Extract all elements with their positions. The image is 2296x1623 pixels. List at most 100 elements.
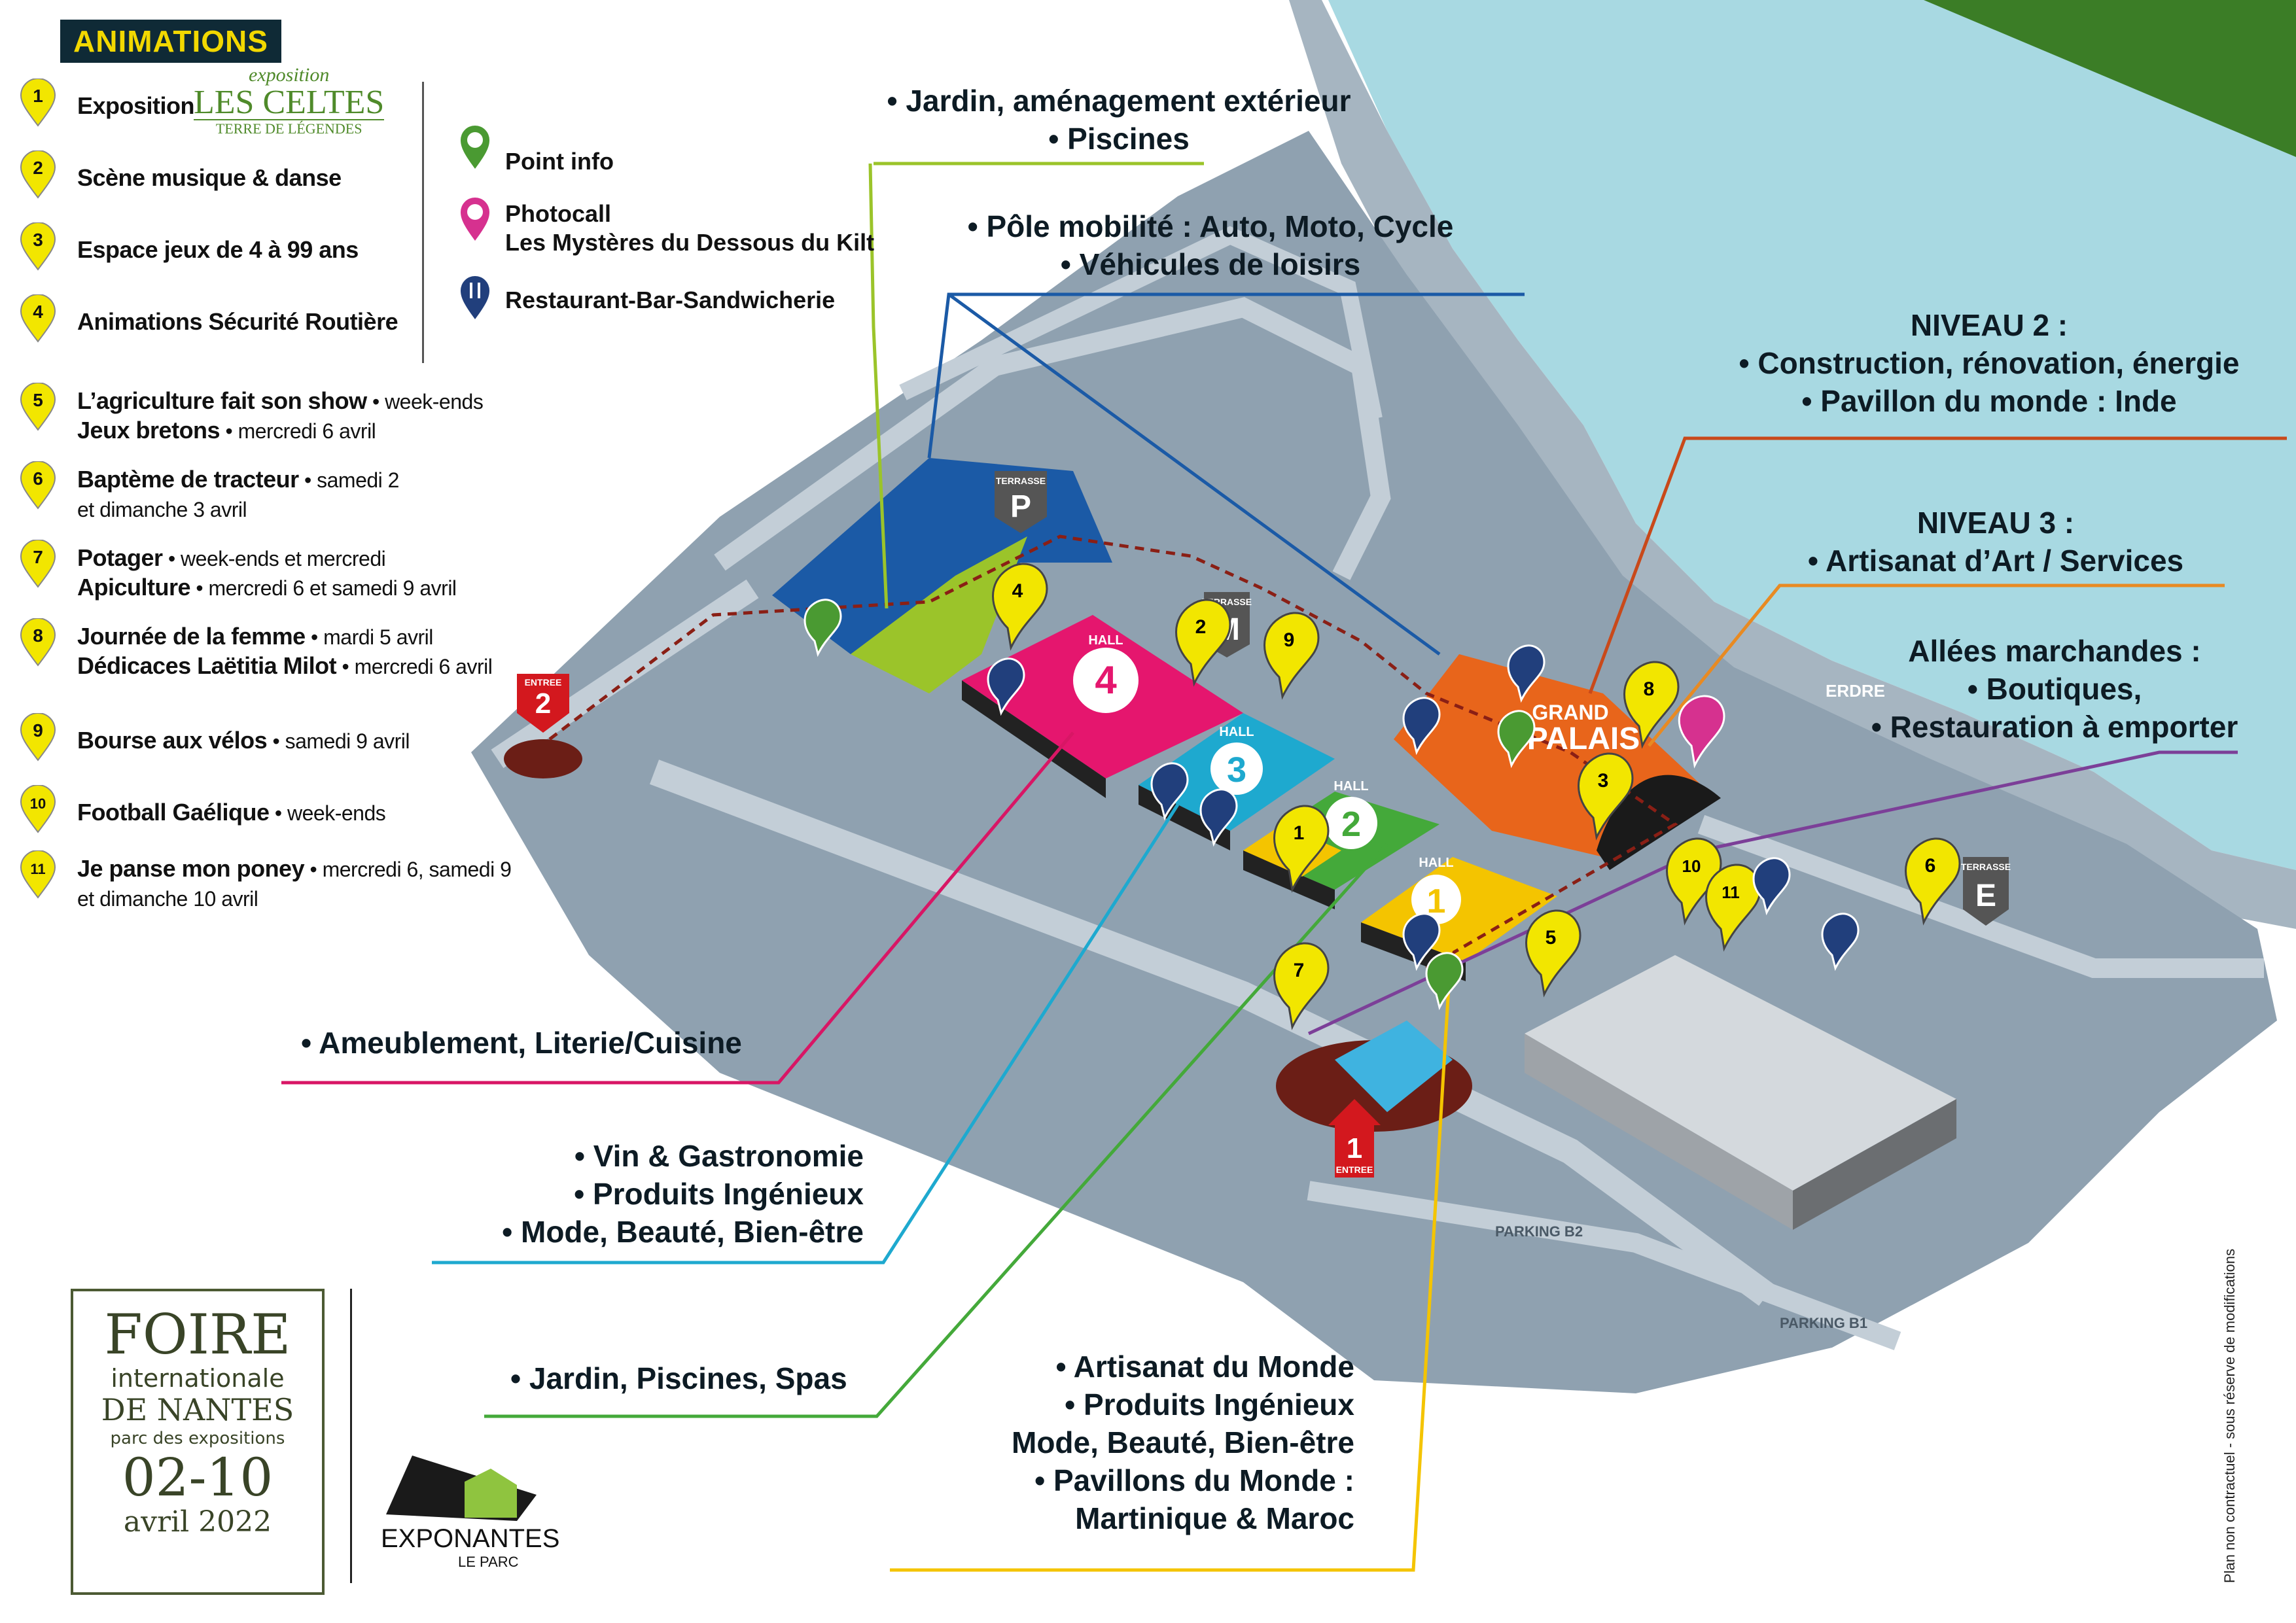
road-west: [491, 579, 759, 769]
photocall-label-2: Les Mystères du Dessous du Kilt: [505, 229, 875, 256]
animation-label-bold: L’agriculture fait son show: [77, 387, 367, 414]
animation-marker-4-icon: 4: [17, 294, 59, 343]
animation-label-bold: Animations Sécurité Routière: [77, 308, 398, 335]
restaurant-pin-icon[interactable]: [1402, 913, 1441, 971]
animation-label-detail: • mercredi 6 avril: [336, 655, 493, 678]
callout-niveau3-1: • Artisanat d’Art / Services: [1807, 544, 2184, 578]
disclaimer: Plan non contractuel - sous réserve de m…: [2221, 1248, 2238, 1583]
animation-marker-3-icon: 3: [17, 222, 59, 271]
svg-text:HALL: HALL: [1088, 633, 1123, 648]
animation-label-detail: • mardi 5 avril: [305, 625, 433, 649]
svg-text:HALL: HALL: [1219, 725, 1254, 739]
callout-hall1-3: Mode, Beauté, Bien-être: [1012, 1425, 1354, 1459]
restaurant-pin-icon[interactable]: [1752, 857, 1791, 916]
parking-building-front: [1525, 1034, 1793, 1230]
svg-text:ENTREE: ENTREE: [525, 677, 562, 688]
animation-label-detail: • week-ends: [366, 390, 484, 413]
map-marker-8[interactable]: 8: [1623, 661, 1680, 749]
animation-label-detail: • mercredi 6, samedi 9: [304, 858, 512, 881]
info-pin-icon[interactable]: [1425, 952, 1464, 1011]
svg-text:1: 1: [1347, 1132, 1362, 1164]
map-marker-4[interactable]: 4: [992, 563, 1048, 651]
animation-line: Exposition: [77, 92, 195, 121]
svg-text:3: 3: [1598, 770, 1609, 792]
animation-label-bold: Bourse aux vélos: [77, 727, 268, 754]
animation-item-1: Exposition: [77, 92, 195, 121]
callout-mobilite: • Pôle mobilité : Auto, Moto, Cycle • Vé…: [949, 207, 1472, 283]
callout-hall1-1: • Artisanat du Monde: [1055, 1350, 1354, 1384]
celtes-logo: exposition LES CELTES TERRE DE LÉGENDES: [194, 64, 385, 137]
map-marker-1[interactable]: 1: [1273, 805, 1330, 893]
svg-text:2: 2: [1195, 616, 1207, 638]
svg-text:9: 9: [33, 720, 43, 741]
callout-allees-title: Allées marchandes :: [1908, 634, 2201, 668]
foire-parc: parc des expositions: [110, 1429, 285, 1448]
animation-label-bold: Espace jeux de 4 à 99 ans: [77, 236, 359, 263]
animation-line: et dimanche 3 avril: [77, 495, 399, 524]
map-marker-6[interactable]: 6: [1905, 837, 1961, 926]
map-marker-11[interactable]: 11: [1705, 864, 1761, 952]
animation-label-detail: • mercredi 6 et samedi 9 avril: [190, 576, 457, 600]
animation-marker-2-icon: 2: [17, 150, 59, 199]
footer-divider: [350, 1289, 352, 1583]
svg-text:GRAND: GRAND: [1532, 701, 1608, 724]
animation-line: Jeux bretons • mercredi 6 avril: [77, 416, 483, 445]
photocall-pin-icon: [458, 196, 492, 245]
svg-text:HALL: HALL: [1419, 856, 1453, 870]
foire-internationale: internationale: [111, 1364, 285, 1393]
svg-text:2: 2: [535, 688, 551, 720]
callout-hall1-2: • Produits Ingénieux: [1065, 1387, 1354, 1422]
celtes-top: exposition: [249, 64, 330, 86]
map-marker-5[interactable]: 5: [1525, 909, 1581, 998]
restaurant-pin-icon[interactable]: [1199, 788, 1238, 847]
svg-text:TERRASSE: TERRASSE: [996, 476, 1046, 486]
info-pin-icon[interactable]: [804, 599, 842, 657]
animation-line: Je panse mon poney • mercredi 6, samedi …: [77, 854, 512, 884]
svg-text:11: 11: [30, 861, 45, 877]
restaurant-pin-icon[interactable]: [1507, 644, 1545, 703]
callout-jardin: • Jardin, aménagement extérieur • Piscin…: [870, 82, 1368, 158]
info-pin-icon: [458, 124, 492, 173]
animation-label-detail: • samedi 9 avril: [267, 729, 410, 753]
animation-label-detail: • samedi 2: [298, 468, 399, 492]
svg-text:8: 8: [1644, 678, 1655, 700]
info-pin-icon[interactable]: [1497, 710, 1536, 769]
map-marker-3[interactable]: 3: [1578, 752, 1634, 841]
line-hall2: [484, 843, 1388, 1418]
restaurant-pin-icon[interactable]: [1821, 913, 1860, 971]
hall4-label: 4 HALL: [1073, 633, 1139, 713]
animation-marker-11-icon: 11: [17, 850, 59, 899]
animation-item-10: Football Gaélique • week-ends: [77, 798, 386, 828]
animation-line: L’agriculture fait son show • week-ends: [77, 387, 484, 416]
restaurant-pin-icon[interactable]: [987, 657, 1025, 716]
restaurant-pin-icon[interactable]: [1150, 762, 1189, 821]
animation-line: Espace jeux de 4 à 99 ans: [77, 236, 359, 265]
svg-text:4: 4: [1012, 580, 1023, 602]
callout-niveau2: NIVEAU 2 : • Construction, rénovation, é…: [1701, 306, 2277, 420]
parking-b1-label: PARKING B1: [1780, 1315, 1867, 1331]
animation-label-bold: Scène musique & danse: [77, 164, 342, 191]
svg-text:1: 1: [1294, 822, 1305, 844]
callout-jardin-2: • Piscines: [1048, 122, 1190, 156]
callout-hall1-5: Martinique & Maroc: [1075, 1501, 1354, 1535]
callout-niveau3: NIVEAU 3 : • Artisanat d’Art / Services: [1767, 504, 2225, 580]
map-marker-9[interactable]: 9: [1263, 612, 1320, 700]
photocall-pin-icon[interactable]: [1678, 695, 1725, 769]
animation-line: et dimanche 10 avril: [77, 884, 511, 913]
walk-path: [548, 534, 1678, 970]
line-hall1: [890, 922, 1455, 1572]
green-corner: [1924, 0, 2296, 157]
animation-line: Scène musique & danse: [77, 164, 342, 193]
map-marker-2[interactable]: 2: [1175, 599, 1231, 687]
svg-text:10: 10: [30, 795, 46, 812]
restaurant-pin-icon[interactable]: [1402, 697, 1441, 756]
line-niveau3: [1648, 584, 2225, 747]
callout-niveau2-2: • Pavillon du monde : Inde: [1801, 384, 2177, 418]
restaurant-label: Restaurant-Bar-Sandwicherie: [505, 287, 836, 313]
animation-label-bold: Dédicaces Laëtitia Milot: [77, 652, 337, 679]
callout-hall3-3: • Mode, Beauté, Bien-être: [502, 1215, 864, 1249]
map-marker-7[interactable]: 7: [1273, 942, 1330, 1030]
photocall-label-1: Photocall: [505, 200, 612, 227]
road-inner: [899, 226, 1383, 421]
